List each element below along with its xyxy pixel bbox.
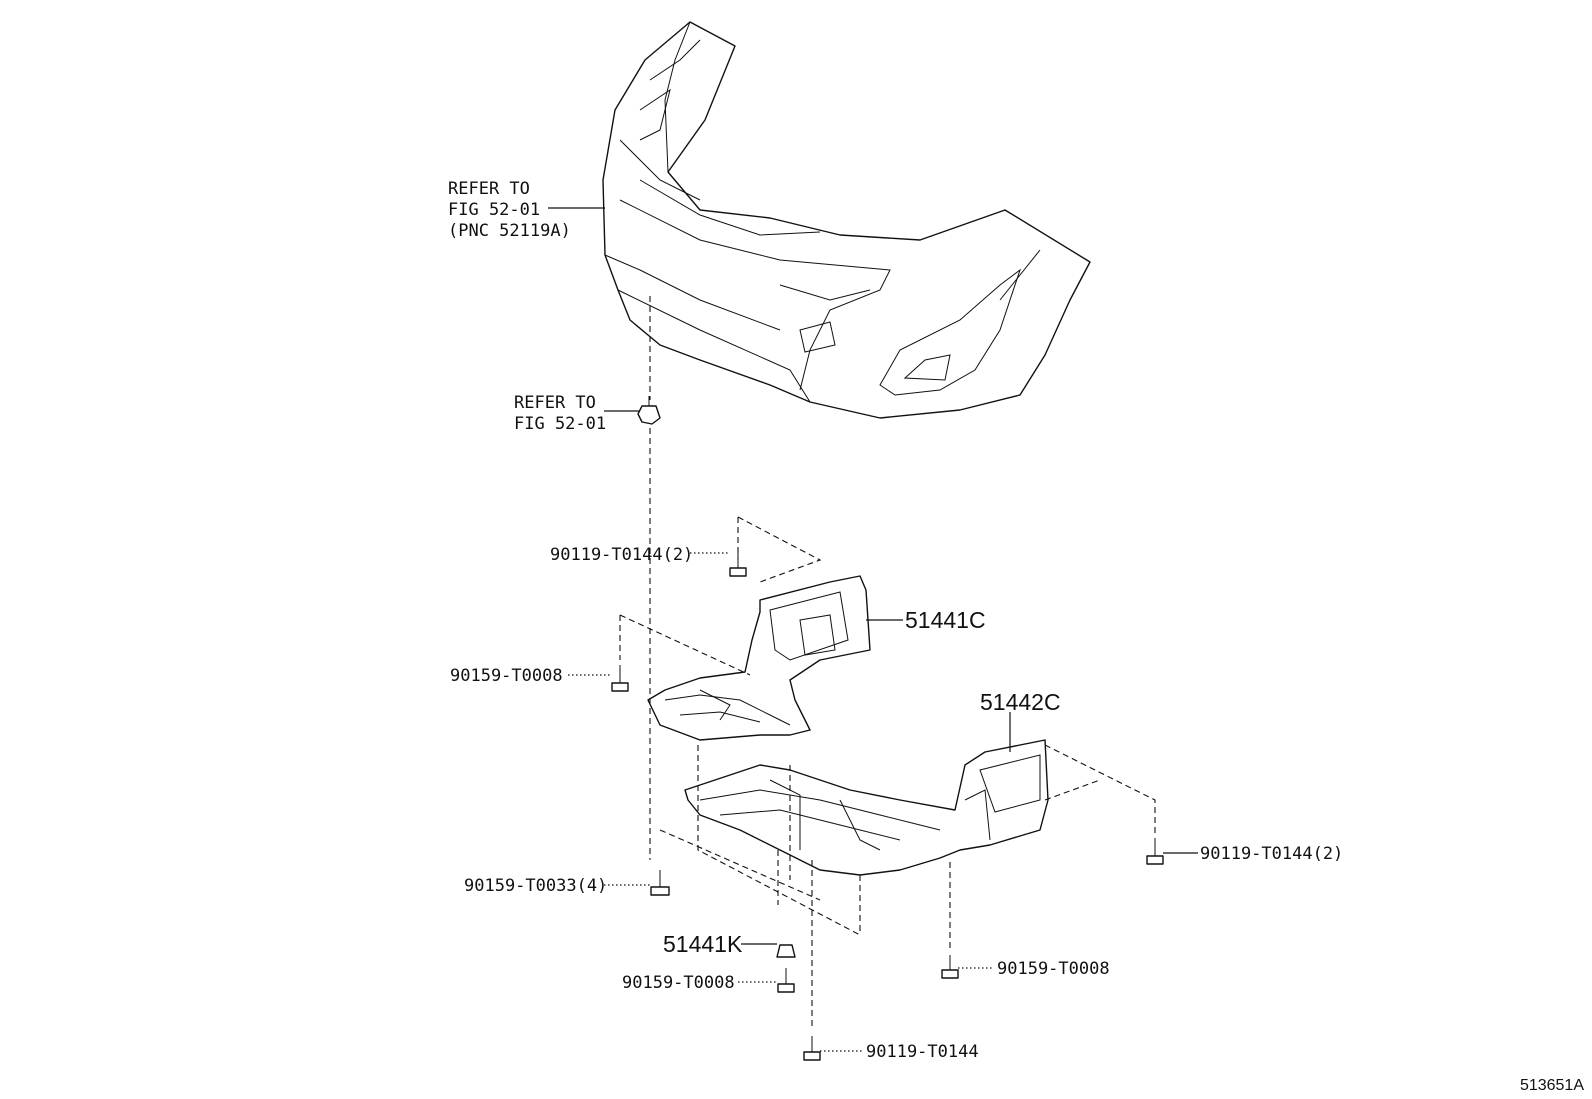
- screw-icon: [611, 665, 629, 692]
- screw-icon: [941, 955, 959, 979]
- clip-reference-line-1: REFER TO: [514, 393, 596, 413]
- leader-lines: [548, 207, 1198, 1052]
- part-label-51441c: 51441C: [905, 607, 986, 633]
- bumper-reference-line-2: FIG 52-01: [448, 200, 540, 220]
- bolt-label-90119-t0144-bottom: 90119-T0144: [866, 1042, 979, 1062]
- assembly-lines: [619, 296, 1156, 1030]
- clip-reference-line-2: FIG 52-01: [514, 414, 606, 434]
- bolt-icon: [1146, 838, 1164, 865]
- bumper-reference-line-3: (PNC 52119A): [448, 221, 571, 241]
- engine-under-cover-51441c: [647, 575, 871, 741]
- clip-icon: [776, 944, 796, 958]
- screw-label-90159-t0033-4: 90159-T0033(4): [464, 876, 607, 896]
- screw-label-90159-t0008-center: 90159-T0008: [622, 973, 735, 993]
- part-label-51441k: 51441K: [663, 931, 743, 957]
- bolt-label-90119-t0144-2-right: 90119-T0144(2): [1200, 844, 1343, 864]
- screw-label-90159-t0008-right: 90159-T0008: [997, 959, 1110, 979]
- bumper-reference-line-1: REFER TO: [448, 179, 530, 199]
- part-label-51442c: 51442C: [980, 689, 1061, 715]
- engine-under-cover-51442c: [684, 739, 1049, 876]
- bolt-icon: [729, 552, 747, 577]
- bolt-icon: [803, 1036, 821, 1061]
- screw-icon: [777, 968, 795, 993]
- clip-icon: [637, 396, 661, 425]
- bolt-label-90119-t0144-2-top: 90119-T0144(2): [550, 545, 693, 565]
- diagram-id: 513651A: [1520, 1077, 1584, 1094]
- screw-label-90159-t0008-left: 90159-T0008: [450, 666, 563, 686]
- front-bumper-cover: [602, 21, 1091, 419]
- screw-icon: [650, 870, 670, 896]
